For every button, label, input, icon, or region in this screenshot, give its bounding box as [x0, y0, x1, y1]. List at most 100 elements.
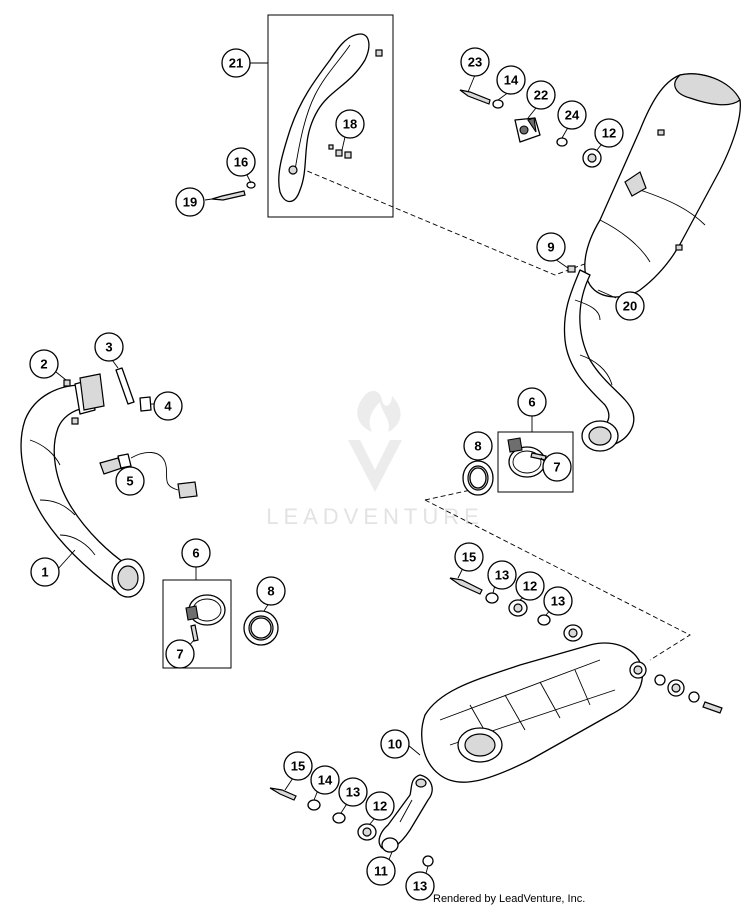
nut-4 — [139, 396, 152, 412]
rubber-12-upper — [508, 599, 528, 617]
heat-shield-group-box — [267, 14, 394, 218]
gasket-8-lower — [243, 610, 279, 646]
washer-13-upper-b — [537, 614, 551, 626]
washer-13-lower — [332, 812, 346, 824]
assembly-line-muffler — [424, 499, 691, 661]
washer-right-b — [688, 691, 700, 703]
callout-1: 1 — [30, 557, 60, 587]
washer-24 — [556, 137, 568, 147]
svg-text:21: 21 — [229, 56, 243, 71]
screw-19 — [211, 190, 246, 201]
header-pipe — [20, 384, 145, 598]
callout-16: 16 — [226, 147, 256, 177]
heat-shield — [278, 33, 370, 203]
gasket-8-upper — [462, 460, 494, 496]
bolt-right — [702, 701, 723, 714]
svg-text:16: 16 — [234, 155, 248, 170]
link-pipe — [563, 269, 635, 452]
callout-3: 3 — [94, 332, 124, 362]
callout-12-upper: 12 — [515, 571, 545, 601]
gasket-3 — [115, 367, 135, 405]
svg-text:7: 7 — [553, 460, 560, 475]
rubber-grommet-12-top — [582, 148, 602, 168]
bolt-15-upper — [449, 577, 483, 595]
bolt-15-lower — [269, 787, 297, 801]
svg-text:13: 13 — [413, 879, 427, 894]
washer-13-upper-a — [485, 592, 499, 604]
svg-text:9: 9 — [547, 240, 554, 255]
svg-text:12: 12 — [602, 126, 616, 141]
callout-6-right: 6 — [517, 387, 547, 417]
svg-text:10: 10 — [388, 737, 402, 752]
svg-text:1: 1 — [41, 565, 48, 580]
washer-14-lower — [307, 799, 321, 811]
callout-4: 4 — [153, 391, 183, 421]
callout-12-top: 12 — [594, 118, 624, 148]
svg-text:11: 11 — [374, 864, 388, 879]
callout-12-lower: 12 — [365, 791, 395, 821]
callout-11: 11 — [366, 856, 396, 886]
svg-text:19: 19 — [183, 195, 197, 210]
svg-text:24: 24 — [565, 108, 580, 123]
clip-9 — [567, 265, 576, 273]
clamp-group-box-left — [162, 579, 232, 669]
clamp-left — [185, 594, 226, 626]
callout-20: 20 — [615, 291, 645, 321]
svg-text:15: 15 — [291, 759, 305, 774]
callout-15-lower: 15 — [283, 751, 313, 781]
svg-text:22: 22 — [534, 88, 548, 103]
svg-text:23: 23 — [468, 55, 482, 70]
callout-13-bottom: 13 — [405, 871, 435, 901]
callout-14-lower: 14 — [310, 765, 340, 795]
svg-text:13: 13 — [346, 785, 360, 800]
clip-18c — [328, 144, 334, 150]
muffler-body — [421, 624, 647, 783]
svg-text:12: 12 — [523, 579, 537, 594]
washer-13-bottom — [422, 855, 434, 867]
washer-right-a — [654, 674, 666, 686]
rubber-right — [667, 679, 685, 697]
callout-7-left: 7 — [165, 639, 195, 669]
callout-7-right: 7 — [542, 452, 572, 482]
svg-text:13: 13 — [495, 568, 509, 583]
callout-6-left: 6 — [181, 538, 211, 568]
clip-18a — [335, 149, 343, 157]
render-credit: Rendered by LeadVenture, Inc. — [433, 893, 586, 905]
svg-text:8: 8 — [474, 439, 481, 454]
lambda-sensor — [99, 452, 198, 499]
callout-24: 24 — [557, 100, 587, 130]
svg-text:3: 3 — [105, 340, 112, 355]
svg-text:6: 6 — [192, 546, 199, 561]
bracket-22 — [514, 117, 541, 143]
svg-text:18: 18 — [343, 117, 357, 132]
svg-text:2: 2 — [40, 357, 47, 372]
callout-23: 23 — [460, 47, 490, 77]
callout-13-upper-b: 13 — [543, 586, 573, 616]
svg-text:13: 13 — [551, 594, 565, 609]
svg-text:15: 15 — [462, 550, 476, 565]
callout-10: 10 — [380, 729, 410, 759]
callout-8-lower: 8 — [256, 576, 286, 606]
bracket-11 — [378, 774, 433, 853]
assembly-line-silencer — [424, 487, 481, 501]
svg-text:14: 14 — [318, 773, 333, 788]
svg-text:14: 14 — [504, 73, 519, 88]
callout-8-upper: 8 — [463, 431, 493, 461]
callout-22: 22 — [526, 80, 556, 110]
callout-21: 21 — [221, 48, 251, 78]
callout-19: 19 — [175, 187, 205, 217]
callout-13-lower: 13 — [338, 777, 368, 807]
bolt-7-left — [190, 624, 199, 642]
watermark-text: LEADVENTURE — [266, 504, 484, 529]
silencer-end — [584, 73, 741, 298]
leadventure-watermark: LEADVENTURE — [266, 390, 484, 529]
callout-15-upper: 15 — [454, 542, 484, 572]
rubber-12-lower — [357, 823, 377, 841]
callout-5: 5 — [115, 466, 145, 496]
svg-text:8: 8 — [267, 584, 274, 599]
svg-text:20: 20 — [623, 299, 637, 314]
clamp-group-box-right — [497, 431, 574, 493]
assembly-line-heatshield — [299, 167, 591, 276]
callout-14-top: 14 — [496, 65, 526, 95]
